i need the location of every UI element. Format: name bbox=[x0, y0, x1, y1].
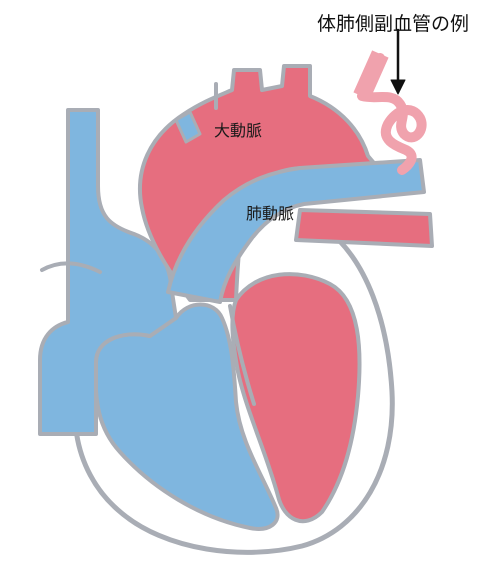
collateral-example-label: 体肺側副血管の例 bbox=[317, 9, 469, 36]
pulmonary-artery-label: 肺動脈 bbox=[246, 200, 294, 224]
descending-aorta bbox=[296, 210, 432, 246]
pointer-arrowhead bbox=[391, 80, 405, 94]
aorta-label: 大動脈 bbox=[214, 117, 262, 141]
